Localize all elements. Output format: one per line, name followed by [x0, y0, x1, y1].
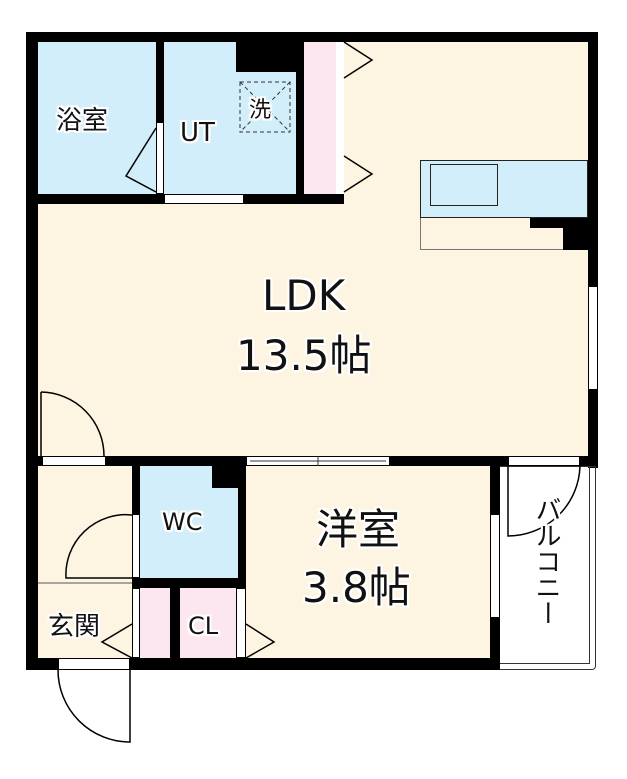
wall-closet-divider	[170, 588, 180, 670]
kitchen-pillar-step	[530, 218, 565, 228]
kitchen-pillar	[563, 218, 588, 250]
wall-wc-bottom	[132, 578, 246, 588]
closet-floor	[180, 588, 236, 658]
wall-bath-ut	[156, 32, 164, 204]
kitchen-counter	[420, 160, 588, 218]
closet-left-floor	[140, 588, 170, 658]
western-name-label: 洋室	[316, 505, 401, 554]
wall-left	[26, 32, 38, 670]
washer-label: 洗	[249, 98, 272, 123]
western-size-label: 3.8帖	[302, 563, 411, 612]
utility-pillar	[236, 32, 296, 72]
ldk-name-label: LDK	[262, 271, 346, 320]
balcony-outline	[500, 466, 596, 670]
bath-label: 浴室	[56, 106, 109, 136]
storage-closet-top	[304, 42, 336, 194]
ldk-window-right[interactable]	[588, 286, 598, 390]
wc-label: WC	[162, 508, 203, 536]
closet-door[interactable]	[236, 588, 246, 658]
closet-label: CL	[188, 612, 219, 640]
bath-floor	[38, 42, 156, 194]
wall-bottom	[26, 658, 500, 670]
closet-left-door[interactable]	[132, 588, 140, 658]
entrance-hall-floor	[38, 466, 132, 658]
western-window[interactable]	[490, 514, 500, 618]
wall-wc-western	[238, 456, 246, 670]
wc-door-frame[interactable]	[132, 514, 140, 578]
balcony-door-opening[interactable]	[508, 456, 580, 466]
balcony-inner-line	[500, 466, 590, 664]
balcony-label: バルコニー	[531, 496, 561, 626]
storage-door-top	[336, 42, 344, 194]
washer-space-marker	[239, 81, 291, 133]
wc-pillar	[212, 456, 242, 488]
bath-door-frame[interactable]	[156, 122, 164, 194]
western-room-floor	[246, 466, 490, 658]
ldk-size-label: 13.5帖	[236, 331, 372, 380]
entrance-door-opening[interactable]	[42, 456, 106, 466]
wall-ut-storage	[296, 32, 304, 204]
wall-right	[588, 32, 598, 468]
front-door-opening[interactable]	[58, 658, 130, 670]
utility-label: UT	[180, 118, 215, 148]
utility-door-opening[interactable]	[164, 194, 244, 204]
entrance-label: 玄関	[48, 612, 101, 642]
wall-top	[26, 32, 598, 42]
kitchen-sink	[430, 164, 498, 206]
